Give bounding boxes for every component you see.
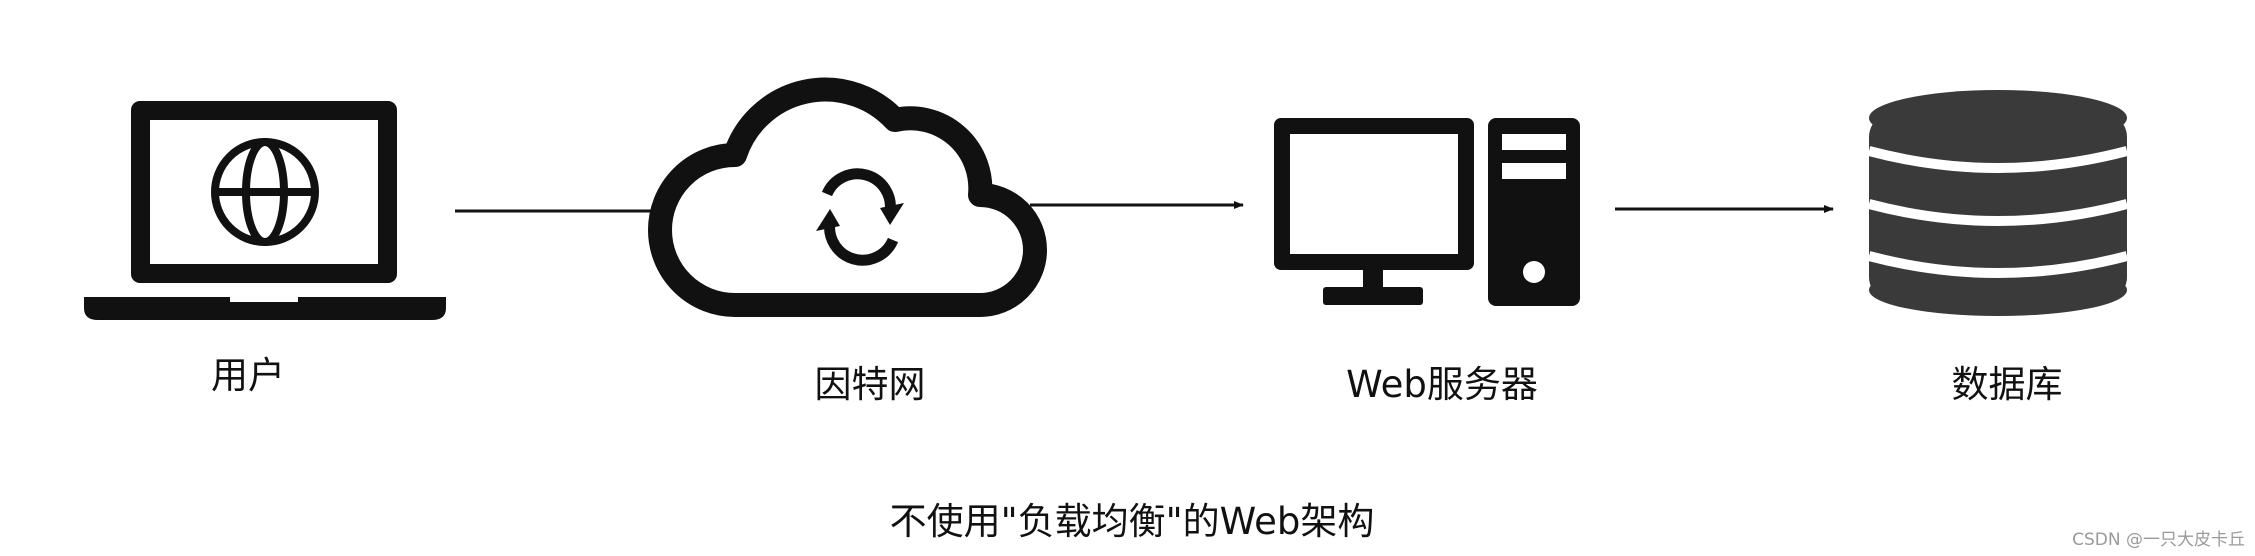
globe-icon bbox=[211, 138, 319, 246]
database-icon bbox=[1867, 90, 2129, 316]
sync-arrows-icon bbox=[816, 168, 904, 266]
user-label: 用户 bbox=[211, 354, 285, 397]
desktop-server-icon bbox=[1274, 118, 1580, 306]
database-label: 数据库 bbox=[1951, 363, 2063, 406]
internet-label: 因特网 bbox=[814, 363, 926, 406]
laptop-globe-icon bbox=[84, 101, 446, 320]
web-server-label: Web服务器 bbox=[1346, 363, 1538, 406]
cloud-sync-icon bbox=[648, 77, 1047, 317]
watermark: CSDN @一只大皮卡丘 bbox=[2072, 530, 2245, 550]
diagram-caption: 不使用"负载均衡"的Web架构 bbox=[889, 500, 1375, 543]
